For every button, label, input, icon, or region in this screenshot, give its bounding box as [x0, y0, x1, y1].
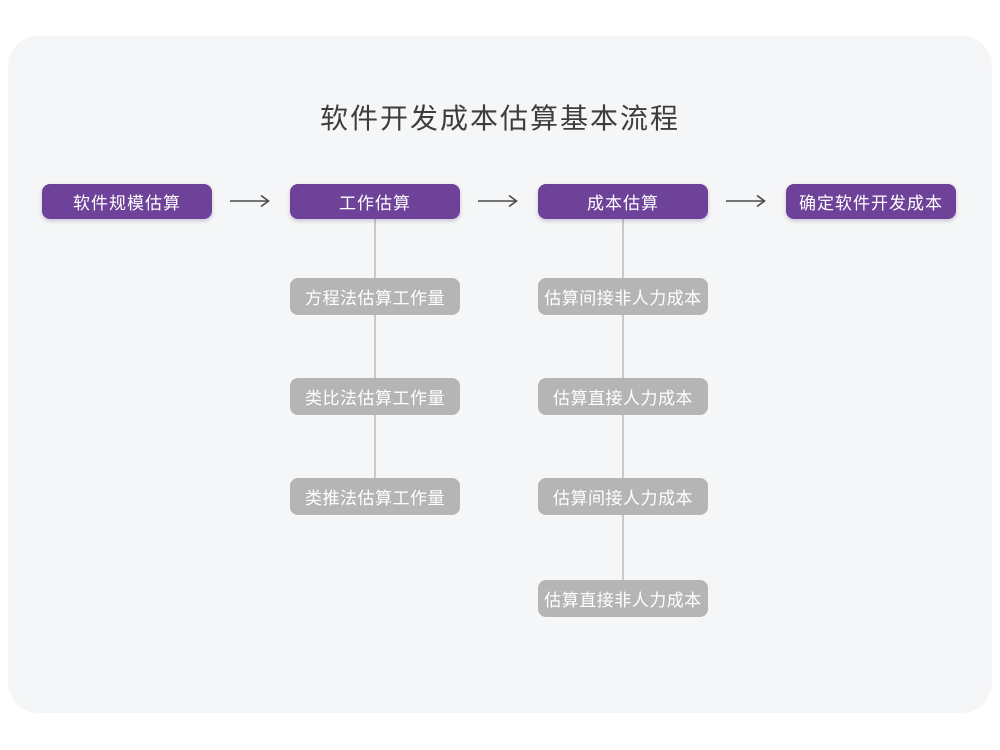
- substep-label: 估算间接非人力成本: [544, 289, 702, 308]
- arrow-right-icon: [476, 193, 520, 209]
- diagram-card: [8, 36, 992, 713]
- substep-analogy-method: 类比法估算工作量: [290, 378, 460, 415]
- substep-extrapolation-method: 类推法估算工作量: [290, 478, 460, 515]
- substep-label: 类推法估算工作量: [305, 489, 445, 508]
- stage-software-scale-estimation: 软件规模估算: [42, 184, 212, 219]
- stage-cost-estimation: 成本估算: [538, 184, 708, 219]
- substep-equation-method: 方程法估算工作量: [290, 278, 460, 315]
- connector-line-work: [374, 219, 376, 480]
- stage-work-estimation: 工作估算: [290, 184, 460, 219]
- arrow-right-icon: [724, 193, 768, 209]
- substep-label: 方程法估算工作量: [305, 289, 445, 308]
- stage-label: 工作估算: [339, 194, 411, 213]
- stage-determine-dev-cost: 确定软件开发成本: [786, 184, 956, 219]
- stage-label: 软件规模估算: [73, 194, 181, 213]
- substep-indirect-nonlabor-cost: 估算间接非人力成本: [538, 278, 708, 315]
- stage-label: 成本估算: [587, 194, 659, 213]
- substep-direct-nonlabor-cost: 估算直接非人力成本: [538, 580, 708, 617]
- arrow-right-icon: [228, 193, 272, 209]
- substep-label: 类比法估算工作量: [305, 389, 445, 408]
- substep-indirect-labor-cost: 估算间接人力成本: [538, 478, 708, 515]
- substep-label: 估算直接非人力成本: [544, 591, 702, 610]
- stage-label: 确定软件开发成本: [799, 194, 943, 213]
- substep-label: 估算间接人力成本: [553, 489, 693, 508]
- diagram-title: 软件开发成本估算基本流程: [319, 103, 680, 134]
- substep-direct-labor-cost: 估算直接人力成本: [538, 378, 708, 415]
- substep-label: 估算直接人力成本: [553, 389, 693, 408]
